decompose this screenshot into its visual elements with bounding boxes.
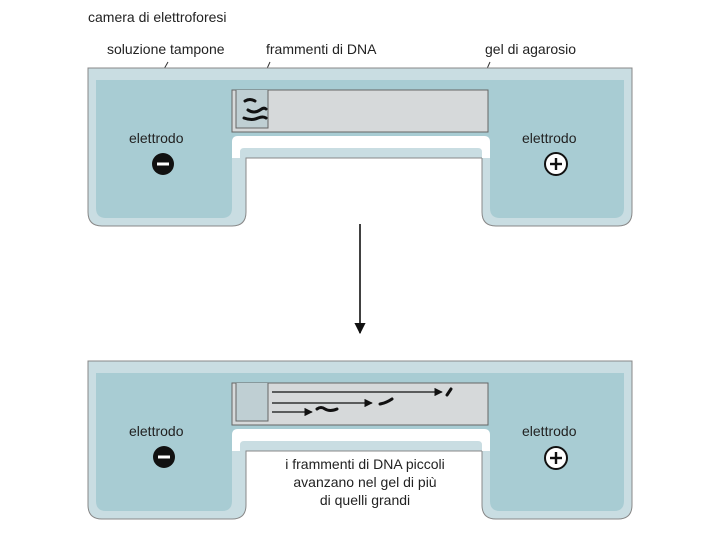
note-line-1: i frammenti di DNA piccoli [285,456,445,472]
gel-slab [231,89,489,133]
chamber-title: camera di elettroforesi [88,9,227,25]
dna-fragments-loaded [242,98,268,121]
note-line-2: avanzano nel gel di più [293,474,436,490]
fragments-label: frammenti di DNA [266,41,377,57]
positive-electrode-icon [544,152,568,176]
electrode-right-bottom-label: elettrodo [522,423,577,439]
buffer-solution [96,373,624,511]
top-chamber: camera di elettroforesi soluzione tampon… [87,9,633,227]
electrode-right-top-label: elettrodo [522,130,577,146]
gel-platform [232,429,490,451]
gel-well [235,383,269,422]
gel-slab [231,382,489,426]
bottom-chamber: elettrodo elettrodo i frammenti di DNA p… [87,360,633,520]
buffer-label: soluzione tampone [107,41,225,57]
negative-electrode-icon [152,153,174,175]
gel-platform [232,136,490,158]
note-line-3: di quelli grandi [320,492,410,508]
gel-label: gel di agarosio [485,41,576,57]
electrode-left-bottom-label: elettrodo [129,423,184,439]
buffer-solution [96,80,624,218]
dna-fragments-separated [315,387,453,412]
negative-electrode-icon [153,446,175,468]
electrode-left-top-label: elettrodo [129,130,184,146]
migration-arrows [272,387,443,417]
positive-electrode-icon [544,446,568,470]
